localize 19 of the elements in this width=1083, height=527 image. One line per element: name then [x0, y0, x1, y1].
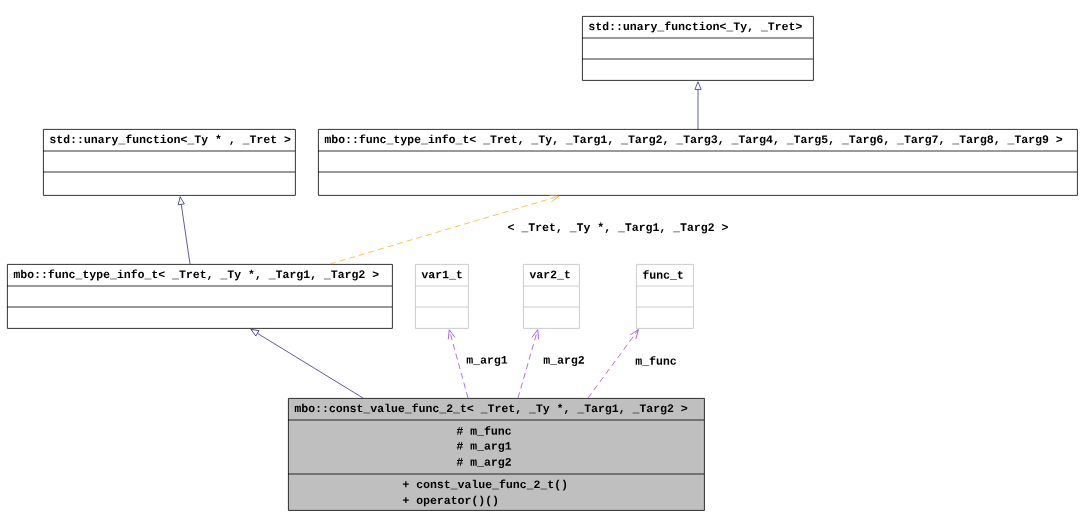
edge-label: m_arg2 — [542, 354, 586, 368]
class-box: std::unary_function<_Ty, _Tret> — [581, 16, 814, 81]
class-box: var2_t — [522, 264, 580, 329]
arrow — [587, 329, 639, 399]
arrow — [250, 328, 364, 399]
class-box: std::unary_function<_Ty * , _Tret > — [42, 129, 296, 196]
arrow — [329, 194, 560, 265]
arrow — [694, 81, 702, 130]
class-box: mbo::const_value_func_2_t< _Tret, _Ty *, _Targ1, _Targ2 > # m_func # m_arg1 # m_arg2 + const_value_func_2_t() + operator()() — [287, 398, 705, 511]
class-box: mbo::func_type_info_t< _Tret, _Ty, _Targ1, _Targ2, _Targ3, _Targ4, _Targ5, _Targ6, _Targ7, _Targ8, _Targ9 > — [317, 129, 1078, 196]
class-box: mbo::func_type_info_t< _Tret, _Ty *, _Targ1, _Targ2 > — [6, 264, 393, 329]
class-box: var1_t — [414, 264, 469, 329]
arrow — [447, 329, 469, 399]
class-box: func_t — [635, 264, 694, 329]
edge-label: m_func — [634, 355, 678, 367]
arrow — [177, 196, 191, 265]
edge-label: < _Tret, _Ty *, _Targ1, _Targ2 > — [506, 221, 730, 235]
arrow — [517, 329, 539, 399]
edge-label: m_arg1 — [465, 355, 509, 367]
